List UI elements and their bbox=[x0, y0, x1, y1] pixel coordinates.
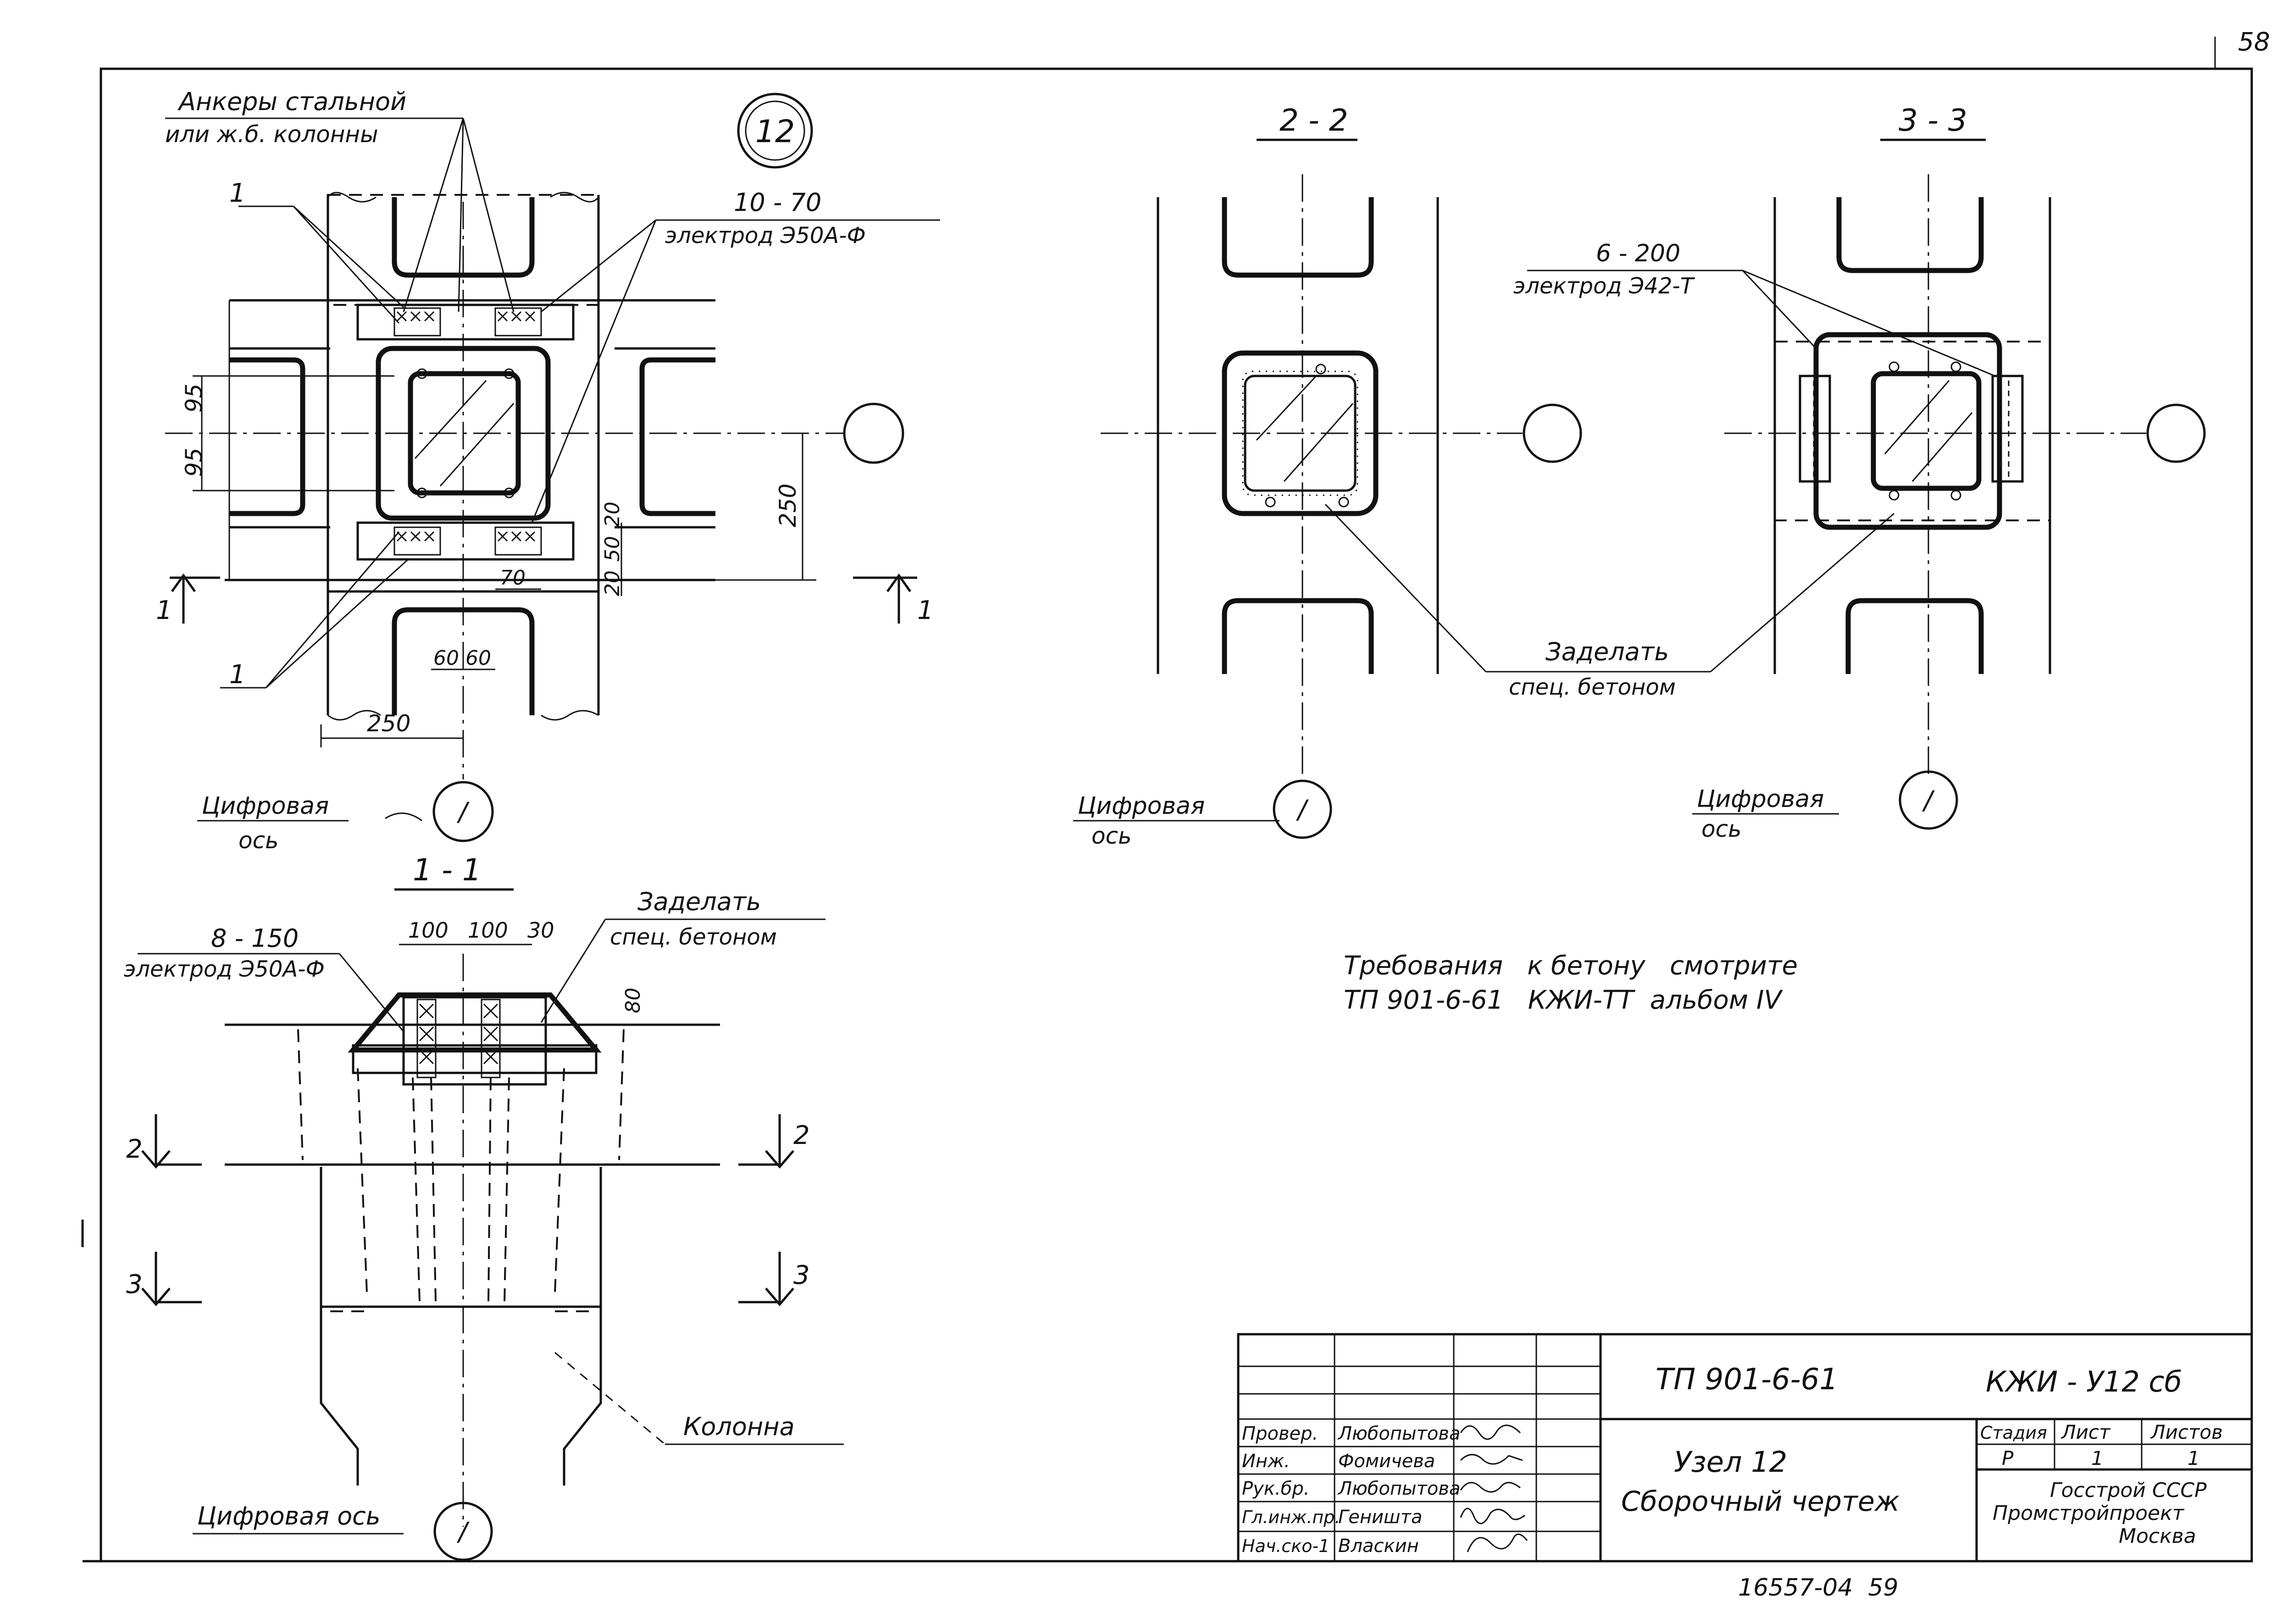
name-3: Геништа bbox=[1338, 1507, 1422, 1528]
sec11-weld: 8 - 150 bbox=[211, 924, 299, 953]
section-2-2: 2 - 2 / Цифровая ось bbox=[1073, 103, 1582, 849]
sec22-axis-mark: / bbox=[1296, 795, 1309, 825]
sheets-value: 1 bbox=[2188, 1447, 2200, 1469]
dim-60-right: 60 bbox=[465, 646, 491, 670]
sec33-axis-label: Цифровая bbox=[1697, 785, 1824, 813]
title-line2: Сборочный чертеж bbox=[1621, 1486, 1900, 1518]
plan-axis-label-os: ось bbox=[238, 827, 279, 854]
sec11-fill-line2: спец. бетоном bbox=[610, 924, 777, 950]
sec22-axis-label-os: ось bbox=[1091, 823, 1132, 849]
section-3-3: 3 - 3 / Цифровая ось 6 - 200 электрод Э4… bbox=[1513, 103, 2206, 842]
sec11-dim-100a: 100 bbox=[408, 918, 449, 943]
sheets-header: Листов bbox=[2150, 1421, 2223, 1443]
plan-axis-label: Цифровая bbox=[202, 792, 329, 820]
sec11-electrode: электрод Э50А-Ф bbox=[124, 956, 325, 982]
plan-axis-mark: / bbox=[456, 797, 470, 827]
dim-20-bottom: 20 bbox=[601, 570, 624, 596]
weld-10-70: 10 - 70 bbox=[734, 188, 821, 217]
archive-number: 16557-04 59 bbox=[1738, 1574, 1899, 1602]
sec33-axis-circle-right bbox=[2146, 403, 2206, 463]
dim-250-vertical: 250 bbox=[775, 484, 801, 527]
anchor-label-line1: Анкеры стальной bbox=[177, 87, 406, 116]
role-0: Провер. bbox=[1242, 1423, 1318, 1444]
node-callout-circle bbox=[737, 93, 813, 169]
org-line2: Промстройпроект bbox=[1993, 1502, 2185, 1525]
section-cut-left: 1 bbox=[156, 596, 172, 625]
node-callout-number: 12 bbox=[755, 114, 795, 150]
dim-95-upper: 95 bbox=[181, 383, 207, 413]
dim-70: 70 bbox=[500, 566, 526, 590]
column-label: Колонна bbox=[683, 1412, 795, 1441]
section-cut-right: 1 bbox=[917, 596, 934, 625]
cut-2-left: 2 bbox=[126, 1134, 143, 1164]
cut-2-right: 2 bbox=[793, 1121, 810, 1150]
title-block: Провер. Любопытова Инж. Фомичева Рук.бр.… bbox=[1237, 1333, 2253, 1563]
sheet-value: 1 bbox=[2091, 1447, 2104, 1469]
plan-axis-circle-right bbox=[843, 403, 904, 464]
section-1-1-title: 1 - 1 bbox=[413, 852, 482, 888]
cut-3-right: 3 bbox=[793, 1260, 810, 1290]
sec22-axis-circle-bottom bbox=[1273, 779, 1332, 839]
sec11-axis-mark: / bbox=[456, 1517, 470, 1547]
section-2-2-title: 2 - 2 bbox=[1279, 103, 1348, 138]
cut-3-left: 3 bbox=[126, 1270, 143, 1299]
name-2: Любопытова bbox=[1337, 1478, 1460, 1499]
sec33-weld: 6 - 200 bbox=[1596, 240, 1680, 267]
anchor-label-line2: или ж.б. колонны bbox=[165, 121, 378, 148]
name-4: Власкин bbox=[1338, 1536, 1419, 1557]
weld-electrode-e50: электрод Э50А-Ф bbox=[665, 223, 866, 249]
sec11-axis-label: Цифровая ось bbox=[197, 1502, 381, 1530]
name-0: Любопытова bbox=[1337, 1423, 1460, 1444]
sec33-electrode: электрод Э42-Т bbox=[1513, 273, 1695, 299]
org-line3: Москва bbox=[2119, 1525, 2196, 1548]
pos-mark-1-bottom: 1 bbox=[229, 660, 246, 690]
sec11-dim-80: 80 bbox=[621, 988, 645, 1013]
sheet-header: Лист bbox=[2060, 1421, 2111, 1443]
stage-value: Р bbox=[2002, 1447, 2014, 1469]
sec11-fill-line1: Заделать bbox=[637, 887, 761, 916]
section-3-3-title: 3 - 3 bbox=[1899, 103, 1967, 138]
section-1-1: 1 - 1 8 - 150 электрод Э50А-Ф 100 100 30… bbox=[124, 852, 844, 1561]
sec11-dim-100b: 100 bbox=[468, 918, 508, 943]
role-2: Рук.бр. bbox=[1242, 1478, 1309, 1499]
fill-note-line2: спец. бетоном bbox=[1509, 674, 1676, 700]
sec33-axis-label-os: ось bbox=[1701, 816, 1742, 842]
sec33-axis-circle-bottom bbox=[1899, 770, 1958, 830]
plan-view: 12 Анкеры стальной или ж.б. колонны 10 -… bbox=[156, 87, 940, 854]
doc-code: КЖИ - У12 сб bbox=[1986, 1365, 2182, 1398]
project-code: ТП 901-6-61 bbox=[1656, 1363, 1838, 1397]
pos-mark-1-top: 1 bbox=[229, 178, 246, 208]
requirements-line2: ТП 901-6-61 КЖИ-ТТ альбом IV bbox=[1344, 985, 1783, 1015]
plan-axis-circle-bottom bbox=[432, 781, 494, 842]
dim-60-left: 60 bbox=[433, 646, 459, 670]
role-4: Нач.ско-1 bbox=[1242, 1536, 1329, 1556]
stage-header: Стадия bbox=[1980, 1423, 2047, 1443]
sec33-axis-mark: / bbox=[1922, 786, 1935, 816]
sec11-axis-circle bbox=[433, 1502, 493, 1561]
title-line1: Узел 12 bbox=[1674, 1445, 1787, 1479]
fill-note-line1: Заделать bbox=[1545, 637, 1669, 666]
name-1: Фомичева bbox=[1338, 1451, 1435, 1472]
org-line1: Госстрой СССР bbox=[2050, 1479, 2207, 1502]
role-3: Гл.инж.пр. bbox=[1242, 1507, 1340, 1527]
sheet-number: 58 bbox=[2238, 27, 2270, 56]
dim-250-horizontal: 250 bbox=[367, 710, 410, 737]
sec22-axis-label: Цифровая bbox=[1078, 792, 1205, 820]
dim-50: 50 bbox=[601, 536, 624, 562]
sec11-dim-30: 30 bbox=[527, 918, 554, 943]
role-1: Инж. bbox=[1242, 1451, 1290, 1472]
sec22-axis-circle-right bbox=[1523, 403, 1582, 463]
dim-20-top: 20 bbox=[601, 502, 624, 527]
dim-95-lower: 95 bbox=[181, 447, 207, 477]
requirements-line1: Требования к бетону смотрите bbox=[1344, 951, 1798, 981]
